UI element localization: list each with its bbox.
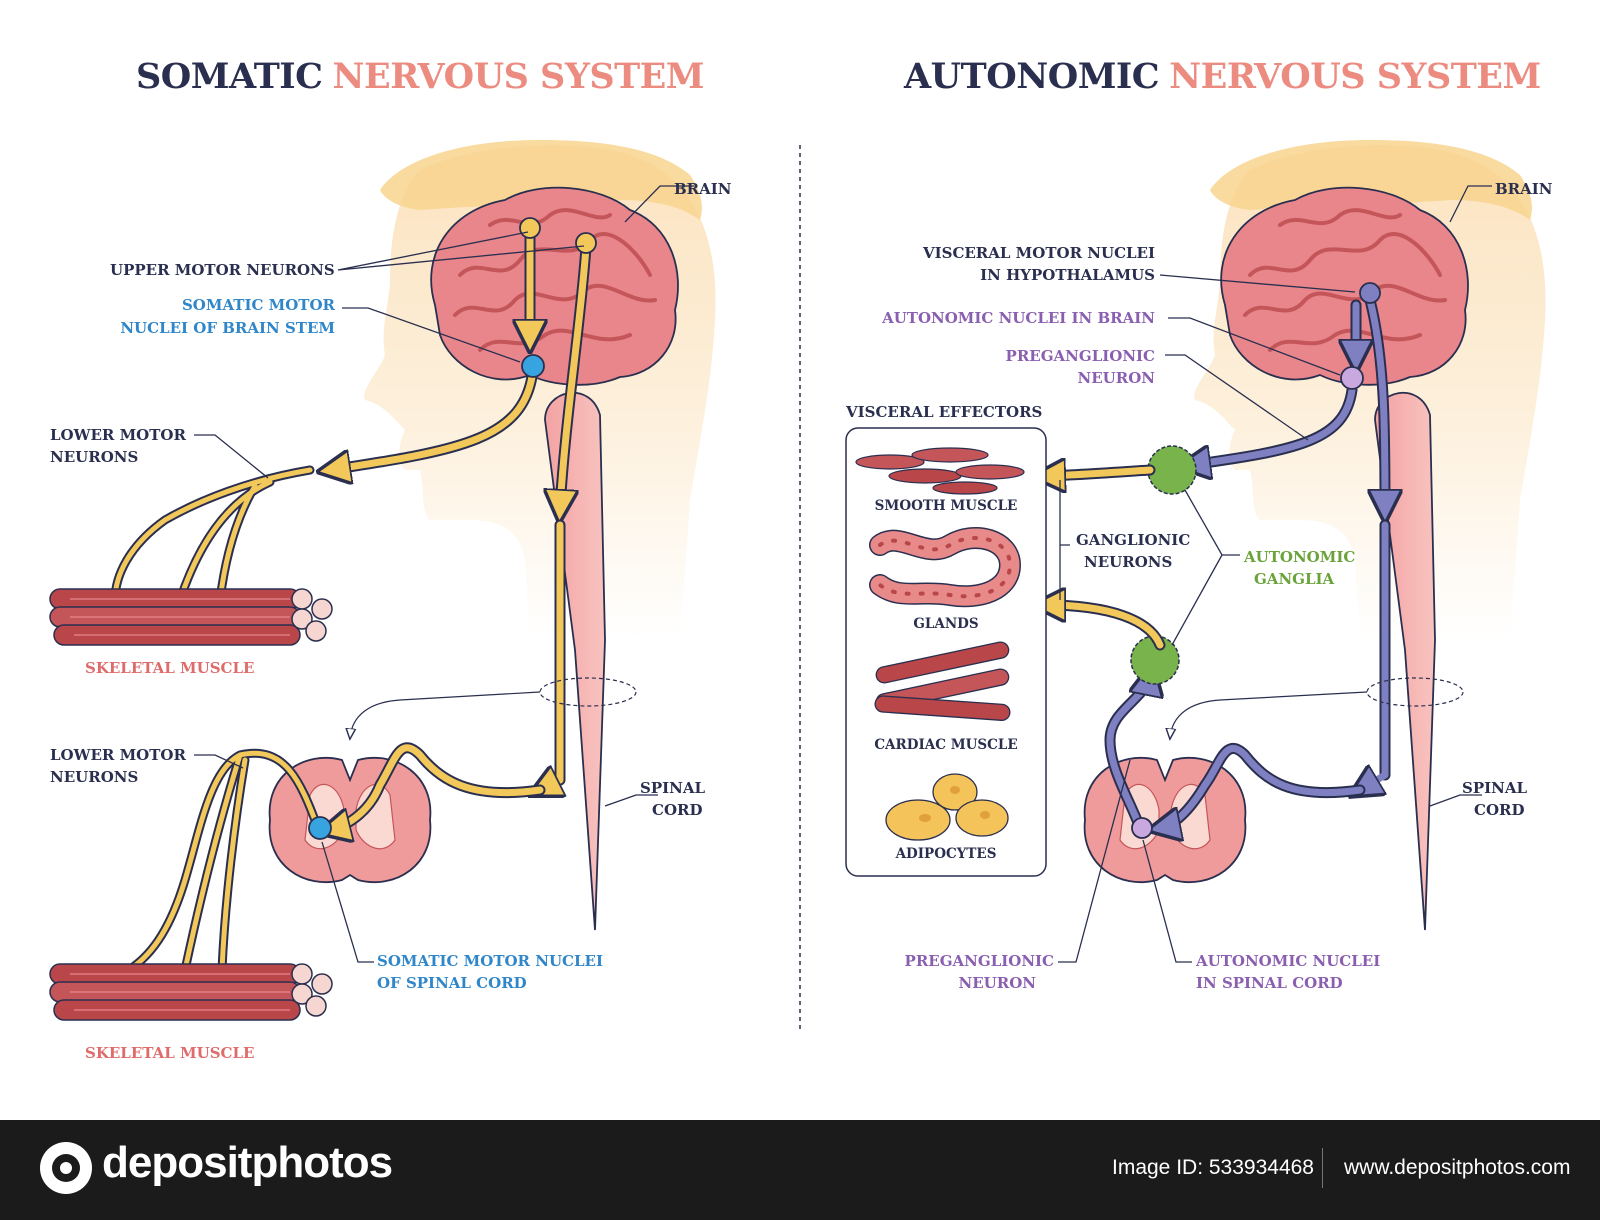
autonomic-spinal-cord-label-1: SPINAL [1462, 779, 1527, 797]
adipocytes-icon [885, 773, 1009, 841]
preganglionic-bottom-label-2: NEURON [959, 974, 1037, 992]
skeletal-muscle-top-label: SKELETAL MUSCLE [85, 659, 254, 677]
somatic-spinal-cord-label-1: SPINAL [640, 779, 705, 797]
smooth-muscle-label: SMOOTH MUSCLE [875, 498, 1018, 514]
autonomic-ganglia-label-1: AUTONOMIC [1243, 548, 1355, 566]
footer-logo-text: depositphotos [102, 1138, 393, 1187]
footer-separator [1322, 1148, 1323, 1188]
ganglionic-neurons-label-1: GANGLIONIC [1076, 531, 1190, 549]
spinal-motor-nuclei-label-2: OF SPINAL CORD [377, 974, 527, 992]
ganglionic-neurons-label-2: NEURONS [1084, 553, 1172, 571]
lower-motor-neurons-bottom-label-2: NEURONS [50, 768, 138, 786]
upper-motor-neurons-label: UPPER MOTOR NEURONS [110, 261, 335, 279]
preganglionic-bottom-label-1: PREGANGLIONIC [905, 952, 1055, 970]
autonomic-spinal-cord-label-2: CORD [1474, 801, 1524, 819]
lower-motor-neurons-top-label-2: NEURONS [50, 448, 138, 466]
brain-stem-nucleus [521, 354, 545, 378]
visceral-motor-label-1: VISCERAL MOTOR NUCLEI [922, 244, 1155, 262]
lower-motor-neurons-top-label-1: LOWER MOTOR [50, 426, 186, 444]
footer-bar: depositphotos Image ID: 533934468 www.de… [0, 1120, 1600, 1220]
footer-image-id: Image ID: 533934468 [1112, 1156, 1314, 1179]
footer-url: www.depositphotos.com [1344, 1156, 1571, 1179]
smooth-muscle-icon [855, 447, 1025, 495]
brain-stem-nuclei-label-2: NUCLEI OF BRAIN STEM [120, 319, 335, 337]
autonomic-brain-label: BRAIN [1495, 180, 1553, 198]
preganglionic-top-label-1: PREGANGLIONIC [1006, 347, 1156, 365]
preganglionic-top-label-2: NEURON [1078, 369, 1156, 387]
lower-motor-neurons-bottom-label-1: LOWER MOTOR [50, 746, 186, 764]
brain-autonomic-nucleus [1340, 366, 1364, 390]
somatic-spinal-cord [544, 391, 606, 931]
autonomic-nuclei-brain-label: AUTONOMIC NUCLEI IN BRAIN [881, 309, 1155, 327]
somatic-brain-icon [429, 185, 680, 387]
skeletal-muscle-bottom-icon [49, 963, 333, 1021]
visceral-motor-label-2: IN HYPOTHALAMUS [980, 266, 1155, 284]
hypothalamus-nucleus [1359, 282, 1381, 304]
cardiac-muscle-icon [874, 641, 1011, 721]
spinal-motor-nucleus [308, 816, 332, 840]
somatic-spinal-cord-label-2: CORD [652, 801, 702, 819]
spinal-motor-nuclei-label-1: SOMATIC MOTOR NUCLEI [377, 952, 603, 970]
somatic-hair [380, 140, 702, 220]
spinal-autonomic-nucleus [1131, 817, 1153, 839]
skeletal-muscle-top-icon [49, 588, 333, 646]
brain-stem-nuclei-label-1: SOMATIC MOTOR [182, 296, 336, 314]
glands-icon [869, 526, 1022, 608]
somatic-brain-label: BRAIN [674, 180, 732, 198]
autonomic-cord-cross-section [1083, 756, 1247, 884]
autonomic-ganglia-label-2: GANGLIA [1254, 570, 1335, 588]
adipocytes-label: ADIPOCYTES [895, 846, 997, 862]
cardiac-muscle-label: CARDIAC MUSCLE [874, 737, 1017, 753]
autonomic-ganglion-bottom [1130, 635, 1180, 685]
upper-motor-neuron-1 [519, 217, 541, 239]
upper-motor-neuron-2 [575, 232, 597, 254]
depositphotos-logo-icon [40, 1142, 92, 1194]
autonomic-brain-icon [1219, 185, 1470, 387]
autonomic-nuclei-spinal-label-2: IN SPINAL CORD [1196, 974, 1343, 992]
skeletal-muscle-bottom-label: SKELETAL MUSCLE [85, 1044, 254, 1062]
visceral-effectors-label: VISCERAL EFFECTORS [845, 403, 1042, 421]
autonomic-nuclei-spinal-label-1: AUTONOMIC NUCLEI [1195, 952, 1380, 970]
glands-label: GLANDS [913, 616, 978, 632]
